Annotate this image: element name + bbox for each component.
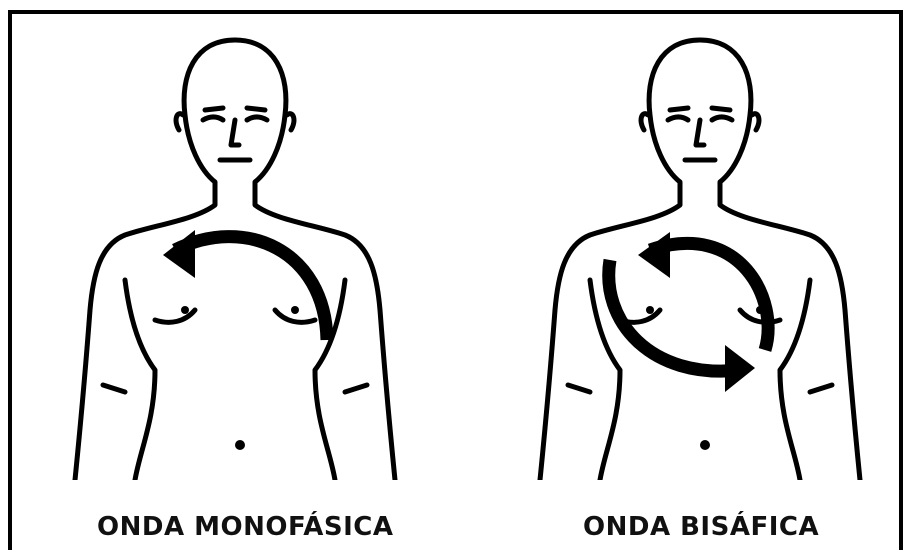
torso-figure-biphasic (510, 20, 890, 480)
caption-monophasic: ONDA MONOFÁSICA (97, 512, 393, 542)
right-outline (235, 40, 395, 480)
arm-left-inner (125, 280, 155, 480)
caption-biphasic: ONDA BISÁFICA (583, 512, 819, 542)
torso-illustration (510, 20, 890, 480)
ear-right (287, 114, 294, 130)
torso-illustration (45, 20, 425, 480)
ear-left (176, 114, 183, 130)
pec-left (155, 310, 195, 322)
torso-figure-monophasic (45, 20, 425, 480)
left-outline (75, 40, 235, 480)
